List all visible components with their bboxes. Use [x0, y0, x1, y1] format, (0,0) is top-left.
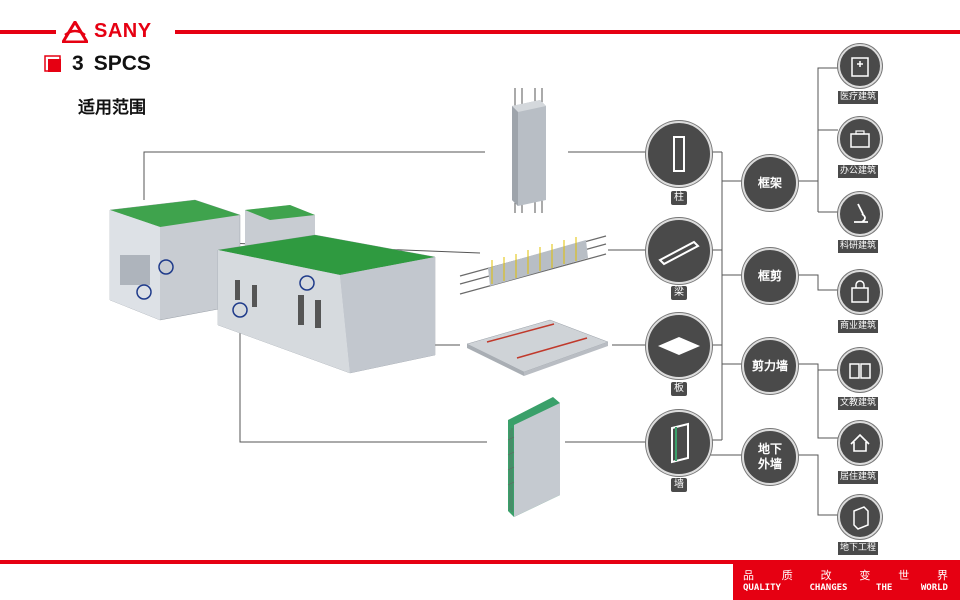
- slogan-word: QUALITY: [743, 583, 781, 593]
- app-education[interactable]: [838, 348, 882, 392]
- slogan-char: 质: [781, 569, 793, 582]
- slogan-char: 界: [936, 569, 948, 582]
- section-name: SPCS: [93, 52, 151, 75]
- sany-logo: SANY: [62, 20, 152, 43]
- microscope-icon: [854, 203, 868, 223]
- app-residential[interactable]: [838, 421, 882, 465]
- app-underground-label: 地下工程: [838, 542, 879, 555]
- header-rule-left: [0, 30, 56, 34]
- slogan-char: 世: [898, 569, 910, 582]
- footer-slogan-english: QUALITY CHANGES THE WORLD: [743, 583, 948, 593]
- slab-circle[interactable]: [646, 313, 712, 379]
- sany-emblem-icon: [62, 20, 88, 43]
- slab-label: 板: [671, 382, 687, 396]
- app-hospital[interactable]: [838, 44, 882, 88]
- hospital-icon: [851, 57, 869, 77]
- building-model-illustration: [109, 199, 436, 374]
- slogan-char: 变: [859, 569, 871, 582]
- brand-name: SANY: [94, 20, 152, 42]
- beam-label: 梁: [671, 286, 687, 300]
- slogan-char: 改: [820, 569, 832, 582]
- system-basement-wall[interactable]: 地下 外墙: [742, 429, 798, 485]
- slab-component-image: [466, 319, 609, 376]
- header-rule-right: [175, 30, 960, 34]
- underground-icon: [853, 506, 869, 530]
- wall-panel-icon: [671, 422, 689, 464]
- app-underground[interactable]: [838, 495, 882, 539]
- system-shear-wall[interactable]: 剪力墙: [742, 338, 798, 394]
- page-subtitle: 适用范围: [78, 98, 146, 118]
- app-office[interactable]: [838, 117, 882, 161]
- app-commercial[interactable]: [838, 270, 882, 314]
- system-frame-shear[interactable]: 框剪: [742, 248, 798, 304]
- slogan-word: THE: [876, 583, 893, 593]
- app-research[interactable]: [838, 192, 882, 236]
- slogan-word: CHANGES: [809, 583, 848, 593]
- app-research-label: 科研建筑: [838, 240, 879, 253]
- column-icon: [673, 136, 685, 172]
- slogan-word: WORLD: [920, 583, 948, 593]
- app-residential-label: 居住建筑: [838, 471, 879, 484]
- slogan-char: 品: [743, 569, 754, 582]
- beam-icon: [658, 240, 700, 266]
- book-icon: [849, 363, 871, 379]
- beam-component-image: [459, 235, 607, 295]
- footer-slogan-chinese: 品 质 改 变 世 界: [743, 567, 948, 583]
- wall-label: 墙: [671, 478, 687, 492]
- footer-rule: [0, 560, 960, 564]
- slab-icon: [658, 337, 700, 355]
- briefcase-icon: [850, 130, 870, 148]
- system-basement-wall-line2: 外墙: [757, 457, 782, 471]
- footer-slogan: 品 质 改 变 世 界 QUALITY CHANGES THE WORLD: [733, 563, 960, 600]
- system-basement-wall-line1: 地下: [757, 442, 782, 456]
- column-circle[interactable]: [646, 121, 712, 187]
- beam-circle[interactable]: [646, 218, 712, 284]
- app-hospital-label: 医疗建筑: [838, 91, 879, 104]
- red-square-bullet-icon: [44, 55, 61, 72]
- column-component-image: [512, 88, 546, 213]
- shopping-bag-icon: [851, 280, 869, 303]
- app-commercial-label: 商业建筑: [838, 320, 879, 333]
- app-education-label: 文教建筑: [838, 397, 879, 410]
- column-label: 柱: [671, 191, 687, 205]
- app-office-label: 办公建筑: [838, 165, 879, 178]
- section-number: 3: [72, 52, 84, 75]
- section-heading: 3 SPCS: [44, 52, 151, 76]
- wall-panel-component-image: [507, 397, 560, 517]
- system-frame[interactable]: 框架: [742, 155, 798, 211]
- house-icon: [850, 433, 870, 452]
- wall-circle[interactable]: [646, 410, 712, 476]
